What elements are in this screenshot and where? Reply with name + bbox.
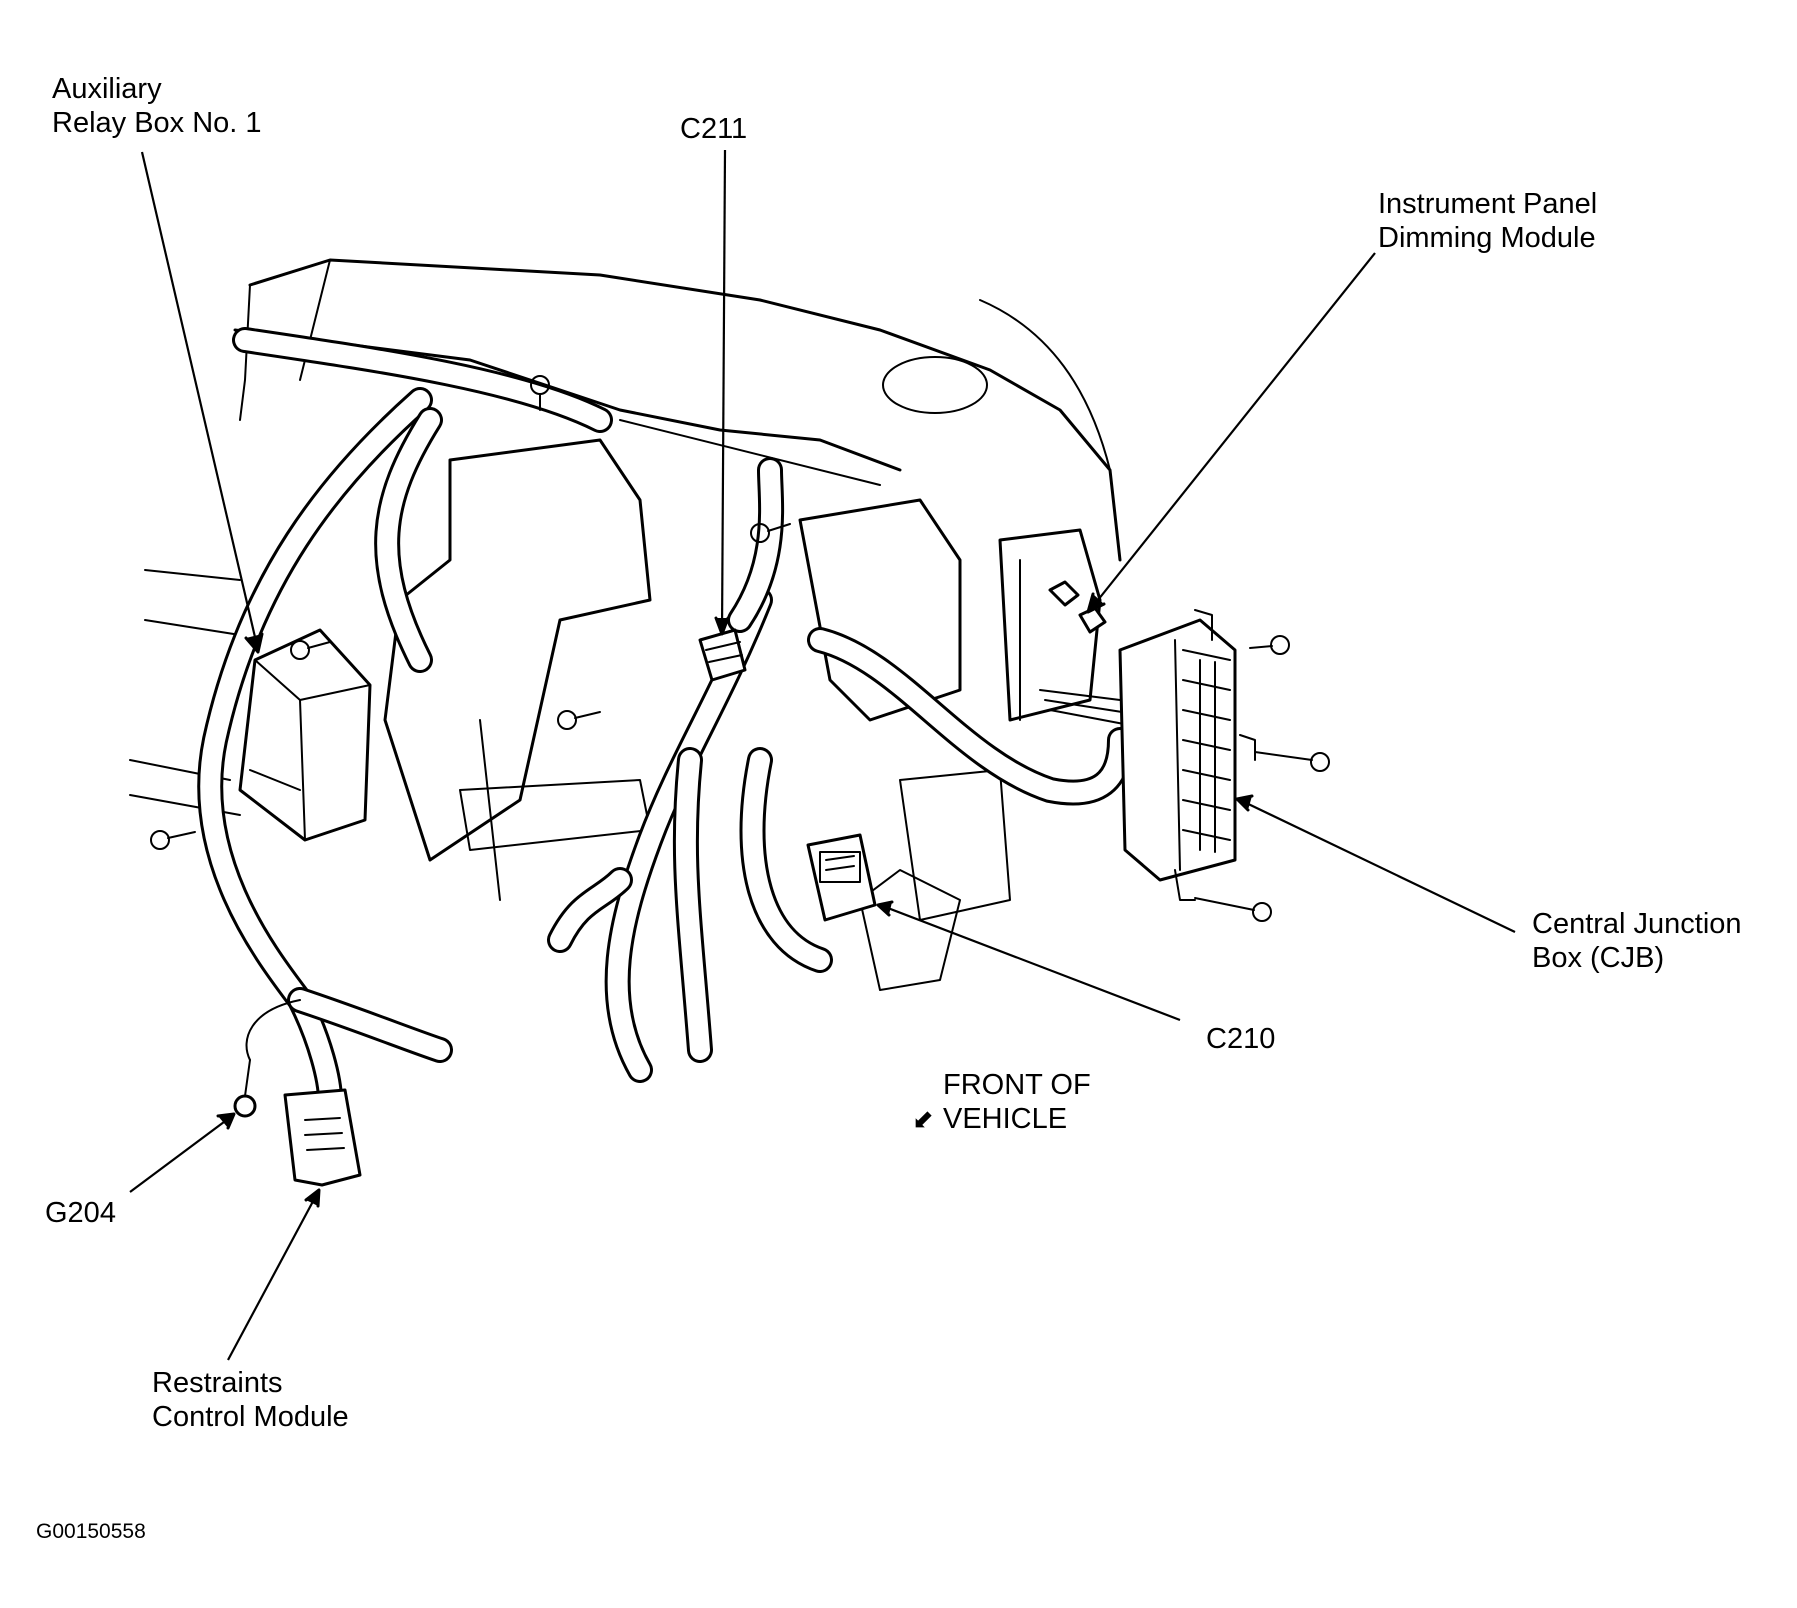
- restraints-control-module-connector: [283, 1088, 362, 1187]
- label-c210: C210: [1206, 1023, 1276, 1055]
- ground-g204: [233, 999, 301, 1118]
- label-front-of-vehicle-line2: VEHICLE: [943, 1103, 1068, 1135]
- label-ip-dimming-module-line2: Dimming Module: [1378, 222, 1596, 254]
- label-front-of-vehicle: FRONT OF VEHICLE: [943, 1068, 1091, 1136]
- label-auxiliary-relay-box-line1: Auxiliary: [52, 73, 162, 105]
- fastener-bolts: [150, 375, 1330, 922]
- label-restraints-control-module: Restraints Control Module: [152, 1366, 349, 1434]
- central-junction-box: [1118, 609, 1256, 901]
- label-auxiliary-relay-box-line2: Relay Box No. 1: [52, 107, 262, 139]
- label-g204: G204: [45, 1197, 116, 1229]
- label-restraints-control-module-line2: Control Module: [152, 1401, 349, 1433]
- connector-c211: [698, 628, 747, 682]
- leader-lines: [129, 149, 1516, 1361]
- label-central-junction-box: Central Junction Box (CJB): [1532, 907, 1742, 975]
- figure-id: G00150558: [36, 1520, 146, 1543]
- label-auxiliary-relay-box: Auxiliary Relay Box No. 1: [52, 72, 262, 140]
- label-ip-dimming-module-line1: Instrument Panel: [1378, 188, 1598, 220]
- ip-dimming-module: [1048, 580, 1107, 634]
- label-central-junction-box-line2: Box (CJB): [1532, 942, 1665, 974]
- wiring-harness: [197, 327, 1133, 1113]
- label-restraints-control-module-line1: Restraints: [152, 1367, 283, 1399]
- connector-c210: [806, 833, 877, 922]
- label-front-of-vehicle-line1: FRONT OF: [943, 1069, 1091, 1101]
- label-c211: C211: [680, 113, 748, 145]
- label-ip-dimming-module: Instrument Panel Dimming Module: [1378, 187, 1597, 255]
- leader-arrowhead: [244, 632, 264, 654]
- front-direction-arrow-icon: ⬋: [912, 1104, 934, 1134]
- auxiliary-relay-box: [238, 628, 372, 842]
- center-support-bracket: [383, 438, 1102, 991]
- label-central-junction-box-line1: Central Junction: [1532, 908, 1742, 940]
